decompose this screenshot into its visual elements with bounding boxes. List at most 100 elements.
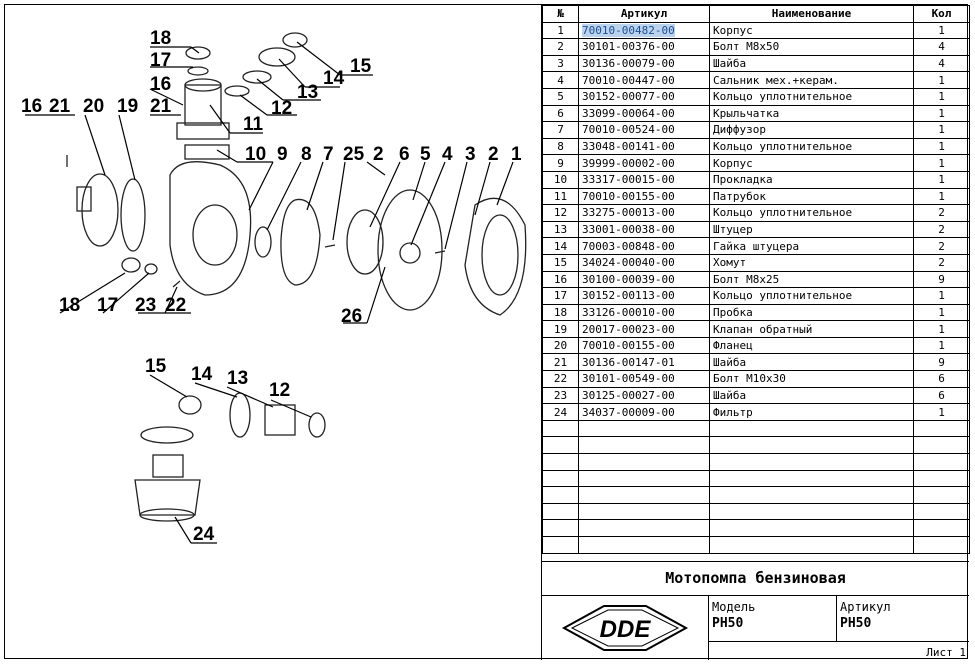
oring-8-part <box>254 226 272 258</box>
callout-15b: 15 <box>145 356 167 377</box>
cell-num: 1 <box>542 21 579 40</box>
cell-name: Болт M8x50 <box>713 40 780 54</box>
cell-article: 30152-00113-00 <box>578 287 710 305</box>
cell-article: 33275-00013-00 <box>582 206 675 220</box>
callout-17: 17 <box>150 50 172 71</box>
empty-cell <box>578 519 710 537</box>
cell-article: 33001-00038-00 <box>582 223 675 237</box>
empty-cell <box>913 519 970 537</box>
cell-num: 5 <box>557 90 564 104</box>
cell-num: 16 <box>542 270 579 289</box>
empty-row <box>542 436 970 455</box>
volute-inlet-part <box>192 204 238 266</box>
rear-flange-part <box>81 173 119 247</box>
cell-num: 11 <box>553 189 568 203</box>
callout-3: 3 <box>465 144 476 165</box>
callout-6: 6 <box>399 144 410 165</box>
clamp-ring-part <box>140 426 194 444</box>
empty-cell <box>709 453 914 471</box>
cell-num: 15 <box>553 256 568 270</box>
impeller-part <box>346 209 384 275</box>
cell-article: 30125-00027-00 <box>582 388 675 402</box>
cell-name: Диффузор <box>709 121 914 139</box>
clamp-bottom-part <box>178 395 202 415</box>
oring-bottom-part <box>308 412 326 438</box>
cell-name: Штуцер <box>713 223 753 237</box>
cell-qty: 1 <box>913 104 970 123</box>
empty-row <box>542 419 970 438</box>
fitting-bottom-part <box>264 404 296 436</box>
cell-num: 7 <box>557 123 564 137</box>
cell-qty: 2 <box>938 206 945 220</box>
cell-article: 34037-00009-00 <box>582 405 675 419</box>
cell-name: Фланец <box>713 339 753 353</box>
callout-14: 14 <box>323 68 345 89</box>
empty-cell <box>709 502 914 521</box>
cell-num: 6 <box>542 104 579 123</box>
cell-num: 23 <box>553 388 568 402</box>
cell-article: 70010-00447-00 <box>578 71 710 89</box>
cell-num: 7 <box>542 121 579 139</box>
cell-name: Гайка штуцера <box>709 237 914 255</box>
cell-num: 23 <box>542 386 579 405</box>
oring-top-part <box>224 85 250 97</box>
cell-num: 10 <box>542 170 579 189</box>
cell-qty: 1 <box>913 187 970 206</box>
cell-name: Гайка штуцера <box>713 239 800 253</box>
empty-cell <box>542 536 579 554</box>
flange-nozzle-part <box>76 186 92 212</box>
parts-table-header: № Артикул Наименование Кол <box>542 5 970 23</box>
empty-cell <box>542 419 579 438</box>
callout-15: 15 <box>350 56 372 77</box>
cell-num: 9 <box>557 156 564 170</box>
cell-article: 70003-00848-00 <box>578 237 710 255</box>
callout-25: 25 <box>343 144 365 165</box>
cell-qty: 1 <box>938 123 945 137</box>
cell-name: Крыльчатка <box>709 104 914 123</box>
callout-12: 12 <box>271 98 293 119</box>
cell-article: 30136-00079-00 <box>578 54 710 73</box>
cell-name: Сальник мех.+керам. <box>713 73 839 87</box>
cell-name: Хомут <box>709 253 914 272</box>
empty-cell <box>578 436 710 455</box>
cell-article: 33317-00015-00 <box>578 170 710 189</box>
callout-26: 26 <box>341 306 363 327</box>
cell-qty: 1 <box>913 336 970 355</box>
gasket-part <box>184 144 230 160</box>
cell-num: 9 <box>542 154 579 172</box>
callout-7: 7 <box>323 144 334 165</box>
title-block: Мотопомпа бензиновая DDE Модель PH50 Арт… <box>542 561 969 660</box>
callout-18b: 18 <box>59 295 81 316</box>
mech-seal-part <box>399 242 421 264</box>
cell-article: 30125-00027-00 <box>578 386 710 405</box>
cell-num: 22 <box>553 372 568 386</box>
nut-bottom-part <box>229 392 251 438</box>
cell-name: Кольцо уплотнительное <box>713 206 853 220</box>
cell-qty: 1 <box>938 189 945 203</box>
